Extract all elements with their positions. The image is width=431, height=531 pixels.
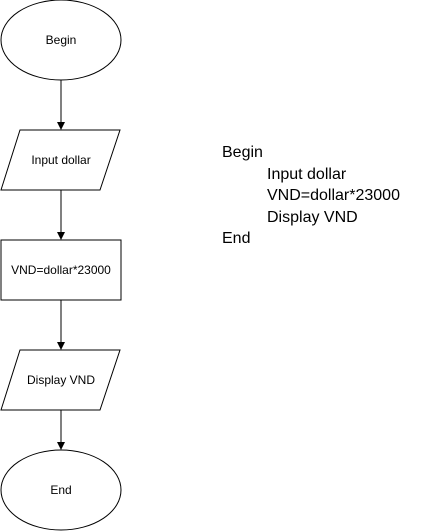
end-terminal: End [0, 449, 122, 531]
pseudocode-line-input: Input dollar [267, 165, 347, 183]
begin-label: Begin [46, 33, 77, 47]
begin-terminal: Begin [0, 0, 122, 81]
pseudocode-line-begin: Begin [222, 144, 263, 161]
display-vnd-io: Display VND [0, 349, 121, 411]
pseudocode-line-end: End [222, 230, 251, 247]
pseudocode-line-display: Display VND [267, 208, 358, 226]
input-dollar-io: Input dollar [0, 129, 121, 191]
input-dollar-label: Input dollar [31, 153, 90, 167]
end-label: End [50, 483, 71, 497]
conversion-label: VND=dollar*23000 [11, 263, 111, 277]
pseudocode-line-compute: VND=dollar*23000 [267, 187, 400, 204]
display-vnd-label: Display VND [27, 373, 95, 387]
pseudocode-block: Begin Input dollar VND=dollar*23000 Disp… [222, 142, 400, 250]
conversion-process: VND=dollar*23000 [0, 239, 122, 301]
